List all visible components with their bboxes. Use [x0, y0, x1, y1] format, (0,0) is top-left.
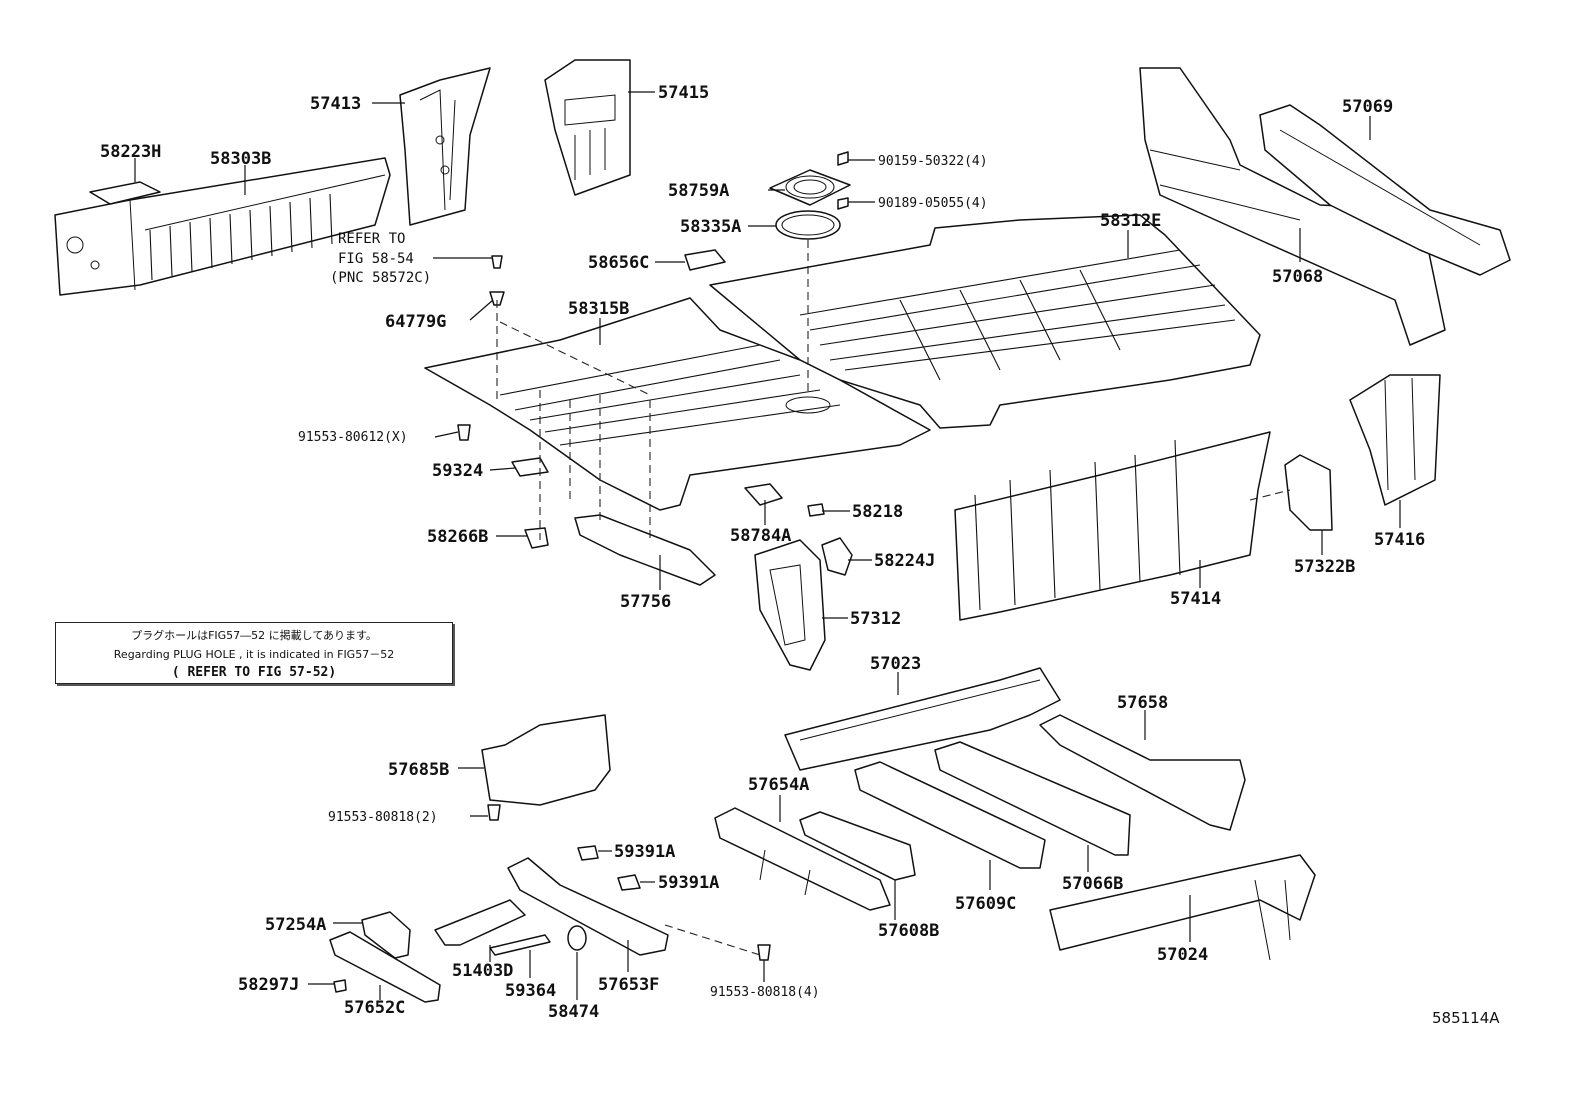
- label-57685b: 57685B: [388, 760, 449, 780]
- leader-lines: [134, 91, 1401, 1000]
- part-58312e-shape: [709, 214, 1261, 429]
- note-english: Regarding PLUG HOLE , it is indicated in…: [113, 648, 395, 661]
- label-57756: 57756: [620, 592, 671, 612]
- part-57756-shape: [574, 514, 716, 586]
- label-57654a: 57654A: [748, 775, 809, 795]
- label-57069: 57069: [1342, 97, 1393, 117]
- part-57654a-shape: [714, 807, 891, 911]
- note-reference: ( REFER TO FIG 57-52): [171, 665, 337, 680]
- label-58297j: 58297J: [238, 975, 299, 995]
- label-64779g: 64779G: [385, 312, 446, 332]
- part-58266b-shape: [524, 527, 549, 549]
- label-91553-80612: 91553-80612(X): [298, 430, 408, 445]
- part-57608b-shape: [799, 811, 916, 881]
- label-57254a: 57254A: [265, 915, 326, 935]
- part-58297j-shape: [333, 979, 347, 993]
- refer-line-3: (PNC 58572C): [330, 270, 431, 286]
- label-59391a-1: 59391A: [614, 842, 675, 862]
- label-57023: 57023: [870, 654, 921, 674]
- part-58223h-shape: [89, 181, 161, 205]
- refer-line-2: FIG 58-54: [338, 251, 414, 267]
- plug-hole-note: プラグホールはFIG57―52 に掲載してあります。 Regarding PLU…: [55, 622, 453, 684]
- part-59391a-shapes: [577, 845, 641, 891]
- label-90159-50322: 90159-50322(4): [878, 154, 988, 169]
- label-58224j: 58224J: [874, 551, 935, 571]
- part-57416-shape: [1349, 374, 1441, 506]
- label-57653f: 57653F: [598, 975, 659, 995]
- part-57413-shape: [399, 67, 491, 226]
- diagram-id: 585114A: [1432, 1009, 1500, 1027]
- part-51403d-shape: [434, 899, 526, 946]
- refer-line-1: REFER TO: [338, 231, 405, 247]
- label-58223h: 58223H: [100, 142, 161, 162]
- label-58315b: 58315B: [568, 299, 629, 319]
- label-57416: 57416: [1374, 530, 1425, 550]
- part-59324-shape: [511, 457, 549, 477]
- part-58315b-shape: [424, 297, 931, 511]
- label-57414: 57414: [1170, 589, 1221, 609]
- label-58656c: 58656C: [588, 253, 649, 273]
- label-91553-80818-4: 91553-80818(4): [710, 985, 820, 1000]
- part-57609c-shape: [854, 761, 1046, 869]
- part-57658-shape: [1039, 714, 1246, 831]
- note-japanese: プラグホールはFIG57―52 に掲載してあります。: [131, 629, 377, 642]
- label-59391a-2: 59391A: [658, 873, 719, 893]
- part-58224j-shape: [821, 537, 853, 576]
- part-57312-shape: [754, 539, 826, 671]
- label-59324: 59324: [432, 461, 483, 481]
- part-57254a-shape: [361, 911, 411, 959]
- part-57322b-shape: [1284, 454, 1333, 531]
- label-57066b: 57066B: [1062, 874, 1123, 894]
- label-91553-80818-2: 91553-80818(2): [328, 810, 438, 825]
- label-57658: 57658: [1117, 693, 1168, 713]
- label-51403d: 51403D: [452, 961, 513, 981]
- label-90189-05055: 90189-05055(4): [878, 196, 988, 211]
- label-58266b: 58266B: [427, 527, 488, 547]
- part-59364-shape: [489, 934, 551, 956]
- label-58759a: 58759A: [668, 181, 729, 201]
- part-57414-shape: [954, 431, 1271, 621]
- part-57653f-shape: [507, 857, 669, 956]
- part-58474-shape: [567, 925, 587, 951]
- part-57069-shape: [1259, 104, 1511, 276]
- part-58218-shape: [807, 503, 825, 517]
- part-57023-shape: [784, 667, 1061, 771]
- part-number-labels: 58223H 58303B 57413 57415 90159-50322(4)…: [100, 83, 1425, 1022]
- part-57024-shape: [1049, 854, 1316, 961]
- label-59364: 59364: [505, 981, 556, 1001]
- label-58218: 58218: [852, 502, 903, 522]
- label-58784a: 58784A: [730, 526, 791, 546]
- part-57652c-shape: [329, 931, 441, 1003]
- label-57312: 57312: [850, 609, 901, 629]
- label-58312e: 58312E: [1100, 211, 1161, 231]
- part-57068-shape: [1139, 67, 1446, 346]
- label-57322b: 57322B: [1294, 557, 1355, 577]
- label-57608b: 57608B: [878, 921, 939, 941]
- part-58759a-shape: [769, 169, 851, 206]
- dashed-reference-lines: [496, 240, 1291, 956]
- label-57413: 57413: [310, 94, 361, 114]
- label-57609c: 57609C: [955, 894, 1016, 914]
- label-58303b: 58303B: [210, 149, 271, 169]
- part-57415-shape: [544, 59, 631, 196]
- label-57024: 57024: [1157, 945, 1208, 965]
- label-57068: 57068: [1272, 267, 1323, 287]
- part-58303b-shape: [54, 157, 391, 296]
- label-57652c: 57652C: [344, 998, 405, 1018]
- part-58784a-shape: [744, 483, 783, 506]
- label-57415: 57415: [658, 83, 709, 103]
- part-58656c-shape: [684, 249, 726, 271]
- label-58474: 58474: [548, 1002, 599, 1022]
- part-58335a-shape: [775, 210, 841, 240]
- part-57685b-shape: [481, 714, 611, 806]
- label-58335a: 58335A: [680, 217, 741, 237]
- refer-to-note: REFER TO FIG 58-54 (PNC 58572C): [330, 231, 431, 286]
- part-bolt-shapes: [457, 151, 849, 961]
- part-57066b-shape: [934, 741, 1131, 856]
